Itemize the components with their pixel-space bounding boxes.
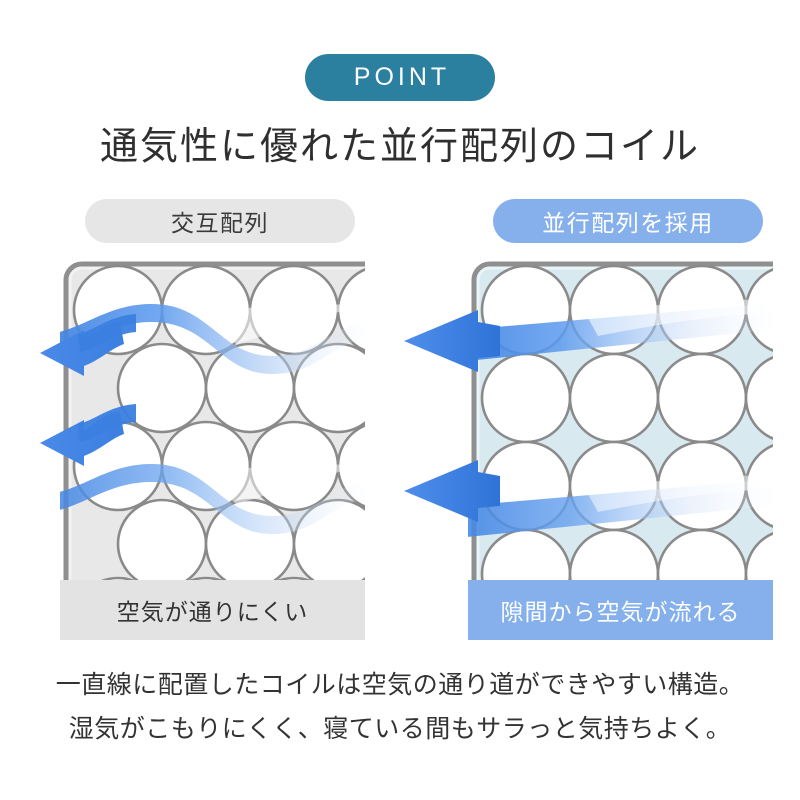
staggered-coil-diagram bbox=[60, 261, 365, 640]
caption-parallel: 隙間から空気が流れる bbox=[468, 580, 773, 640]
caption-alternating: 空気が通りにくい bbox=[60, 580, 365, 640]
body-text: 一直線に配置したコイルは空気の通り道ができやすい構造。 湿気がこもりにくく、寝て… bbox=[0, 663, 800, 751]
airflow-wave-1 bbox=[60, 304, 365, 374]
point-badge: POINT bbox=[305, 54, 495, 101]
body-line-1: 一直線に配置したコイルは空気の通り道ができやすい構造。 bbox=[55, 671, 745, 699]
panel-alternating-coils bbox=[60, 258, 365, 640]
airflow-wave-2 bbox=[60, 464, 365, 534]
column-header-alternating: 交互配列 bbox=[85, 199, 355, 243]
panel-alternating-inner bbox=[60, 258, 365, 640]
body-line-2: 湿気がこもりにくく、寝ている間もサラっと気持ちよく。 bbox=[68, 715, 732, 743]
column-header-parallel: 並行配列を採用 bbox=[493, 199, 763, 243]
page-title: 通気性に優れた並行配列のコイル bbox=[99, 126, 700, 168]
